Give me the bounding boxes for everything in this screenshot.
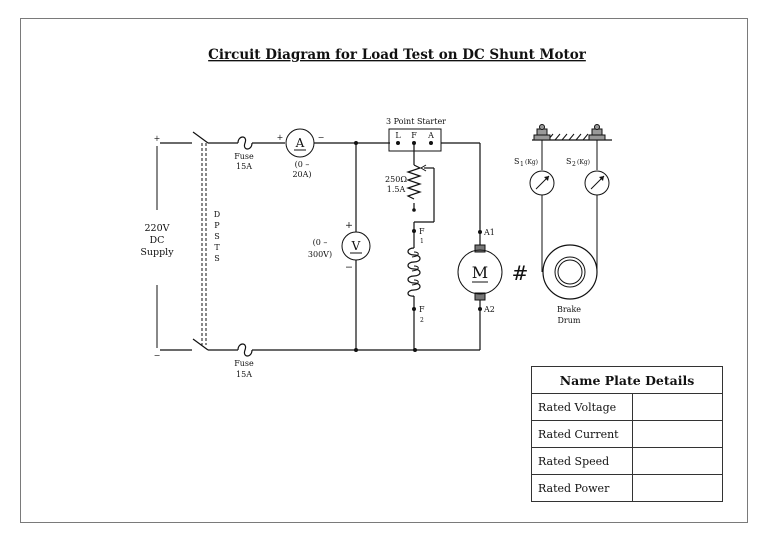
label-f1: F (419, 227, 425, 236)
rheostat-current: 1.5A (387, 185, 406, 194)
row-label-rated-voltage: Rated Voltage (531, 393, 633, 421)
dpst-letter-s2: S (214, 254, 219, 263)
row-value-rated-speed (632, 447, 723, 475)
brake-label-2: Drum (558, 316, 581, 325)
row-value-rated-power (632, 474, 723, 502)
supply-minus: − (154, 351, 161, 360)
label-a1: A1 (483, 228, 495, 237)
label-a2: A2 (483, 305, 495, 314)
motor-symbol (457, 249, 503, 295)
motor-brush-top (474, 244, 486, 253)
brake-label-1: Brake (557, 305, 581, 314)
terminal-a1 (478, 230, 482, 234)
terminal-a2 (478, 307, 482, 311)
starter-dot-a (429, 141, 433, 145)
balance-s1-sub: 1 (520, 161, 524, 168)
motor-letter: M (472, 263, 488, 282)
row-value-rated-voltage (632, 393, 723, 421)
supply-plus: + (154, 134, 161, 143)
balance-s2-needle-head (599, 176, 604, 181)
fuse-bottom-rating: 15A (236, 370, 252, 379)
voltmeter-symbol (341, 231, 371, 261)
shunt-field-coil (407, 247, 421, 297)
ammeter-range-1: (0 – (295, 160, 310, 169)
fuse-bottom-symbol (237, 343, 253, 357)
supply-voltage: 220V (145, 223, 170, 234)
table-row: Rated Voltage (531, 393, 723, 421)
ammeter-range-2: 20A) (292, 170, 311, 179)
balance-s1-unit: (Kg) (525, 159, 538, 166)
voltmeter-plus: + (345, 220, 353, 231)
fuse-bottom-label: Fuse (234, 359, 254, 368)
starter-term-l: L (395, 131, 401, 140)
label-f1-sub: 1 (420, 238, 424, 245)
starter-dot-l (396, 141, 400, 145)
supply-label: Supply (140, 247, 174, 258)
row-label-rated-speed: Rated Speed (531, 447, 633, 475)
fuse-top-rating: 15A (236, 162, 252, 171)
diagram-title: Circuit Diagram for Load Test on DC Shun… (208, 47, 587, 63)
ammeter-minus: − (318, 133, 325, 142)
motor-brush-bottom (474, 292, 486, 301)
rheostat-resistance: 250Ω (385, 175, 407, 184)
voltmeter-letter: V (351, 239, 361, 253)
table-row: Rated Speed (531, 447, 723, 475)
table-row: Rated Current (531, 420, 723, 448)
balance-s2-letter: S (566, 157, 571, 166)
fuse-top-label: Fuse (234, 152, 254, 161)
label-f2: F (419, 305, 425, 314)
row-label-rated-power: Rated Power (531, 474, 633, 502)
brake-drum-inner (554, 256, 586, 288)
coupling-symbol: # (512, 261, 529, 285)
supply-type: DC (150, 235, 165, 246)
row-label-rated-current: Rated Current (531, 420, 633, 448)
ammeter-plus: + (277, 133, 284, 142)
balance-s1-needle-head (544, 176, 549, 181)
dpst-letter-d: D (214, 210, 220, 219)
dpst-switch (192, 131, 209, 351)
starter-title: 3 Point Starter (386, 117, 446, 126)
label-f2-sub: 2 (420, 317, 424, 324)
dpst-letter-s: S (214, 232, 219, 241)
brake-support (532, 124, 612, 141)
brake-drum-hub (557, 259, 583, 285)
dpst-letter-p: P (214, 221, 220, 230)
voltmeter-range-2: 300V) (308, 250, 332, 259)
name-plate-title: Name Plate Details (531, 366, 723, 394)
row-value-rated-current (632, 420, 723, 448)
brake-drum-outer (542, 244, 598, 300)
shunt-field-coil-turns (411, 251, 419, 286)
dpst-letter-t: T (214, 243, 220, 252)
balance-s2-sub: 2 (572, 161, 576, 168)
table-row: Rated Power (531, 474, 723, 502)
terminal-f1 (412, 229, 416, 233)
starter-term-a: A (427, 131, 434, 140)
voltmeter-minus: − (345, 262, 353, 273)
terminal-f2 (412, 307, 416, 311)
starter-box (388, 128, 442, 152)
fuse-top-symbol (237, 136, 253, 150)
voltmeter-range-1: (0 – (313, 238, 328, 247)
field-rheostat (406, 143, 435, 223)
ammeter-letter: A (295, 136, 305, 150)
balance-s2-unit: (Kg) (577, 159, 590, 166)
starter-term-f: F (411, 131, 417, 140)
balance-s1-letter: S (514, 157, 519, 166)
name-plate-table: Name Plate Details Rated Voltage Rated C… (531, 366, 723, 502)
